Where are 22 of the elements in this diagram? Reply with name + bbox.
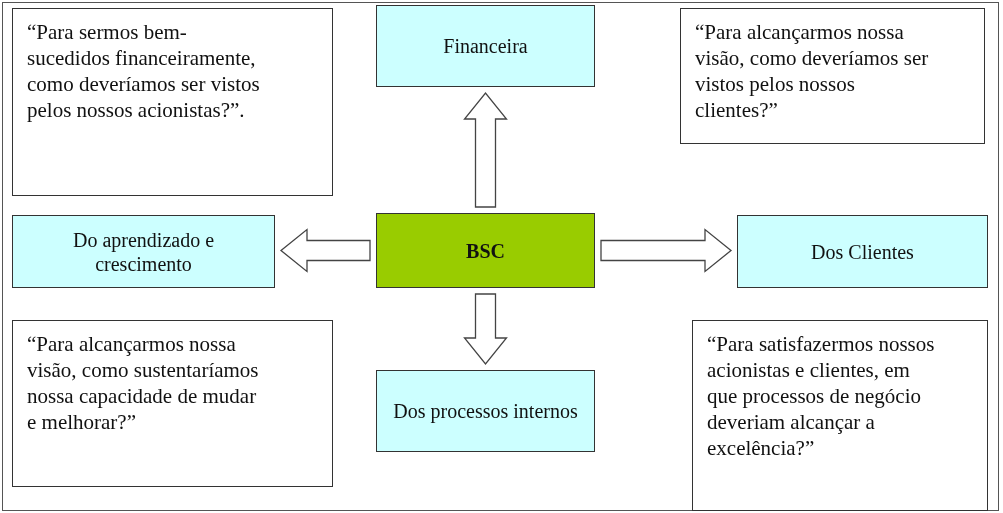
block-arrow <box>463 91 508 208</box>
perspective-label: Do aprendizado e crescimento <box>71 227 215 276</box>
block-arrow <box>279 228 371 273</box>
question-text: “Para sermos bem-sucedidos financeiramente, como deveríamos ser vistos pelos nossos acionistas?”. <box>27 19 261 123</box>
perspective-label: BSC <box>466 238 505 263</box>
perspective-label: Financeira <box>443 34 528 58</box>
question-text: “Para satisfazermos nossos acionistas e clientes, em que processos de negócio deveriam alcançar a excelência?” <box>707 331 936 461</box>
block-arrow <box>463 293 508 366</box>
perspective-box <box>12 215 275 288</box>
question-text: “Para alcançarmos nossa visão, como sustentaríamos nossa capacidade de mudar e melhorar?” <box>27 331 260 435</box>
perspective-label: Dos Clientes <box>811 239 914 264</box>
question-box <box>12 320 333 487</box>
block-arrow <box>600 228 733 273</box>
question-box <box>12 8 333 196</box>
question-box <box>680 8 985 144</box>
perspective-box <box>376 5 595 87</box>
perspective-box <box>376 370 595 452</box>
perspective-label: Dos processos internos <box>393 399 578 423</box>
question-box <box>692 320 988 511</box>
question-text: “Para alcançarmos nossa visão, como deveríamos ser vistos pelos nossos clientes?” <box>695 19 930 123</box>
center-box <box>376 213 595 288</box>
perspective-box <box>737 215 988 288</box>
